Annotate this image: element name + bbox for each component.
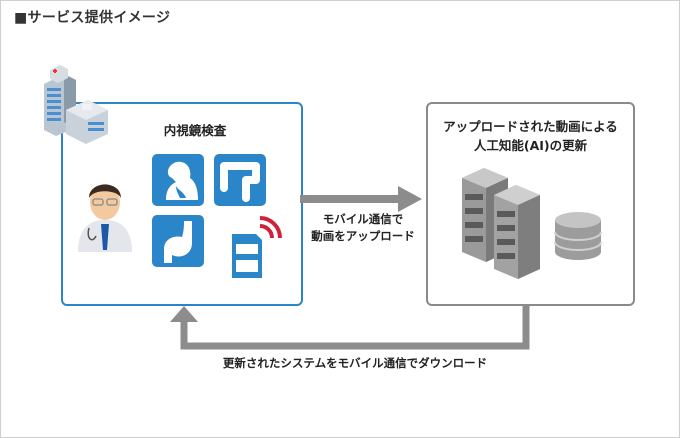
stomach-icon <box>152 215 204 267</box>
database-icon <box>554 212 602 260</box>
hospital-building-icon <box>44 65 108 144</box>
endoscopy-label: 内視鏡検査 <box>163 123 227 138</box>
sim-card-wireless-icon <box>232 216 282 278</box>
server-rack-icon <box>494 185 540 279</box>
upload-arrow <box>300 186 422 212</box>
ai-label-line2: 人工知能(AI)の更新 <box>473 138 588 153</box>
upload-label-line2: 動画をアップロード <box>311 229 415 243</box>
ai-label-line1: アップロードされた動画による <box>443 119 618 134</box>
download-arrow <box>170 306 530 350</box>
download-label: 更新されたシステムをモバイル通信でダウンロード <box>222 356 488 370</box>
diagram-title: ■サービス提供イメージ <box>14 10 171 26</box>
doctor-icon <box>78 184 132 252</box>
colon-icon <box>214 154 266 206</box>
upload-label-line1: モバイル通信で <box>322 212 404 226</box>
throat-endoscopy-icon <box>152 154 204 206</box>
